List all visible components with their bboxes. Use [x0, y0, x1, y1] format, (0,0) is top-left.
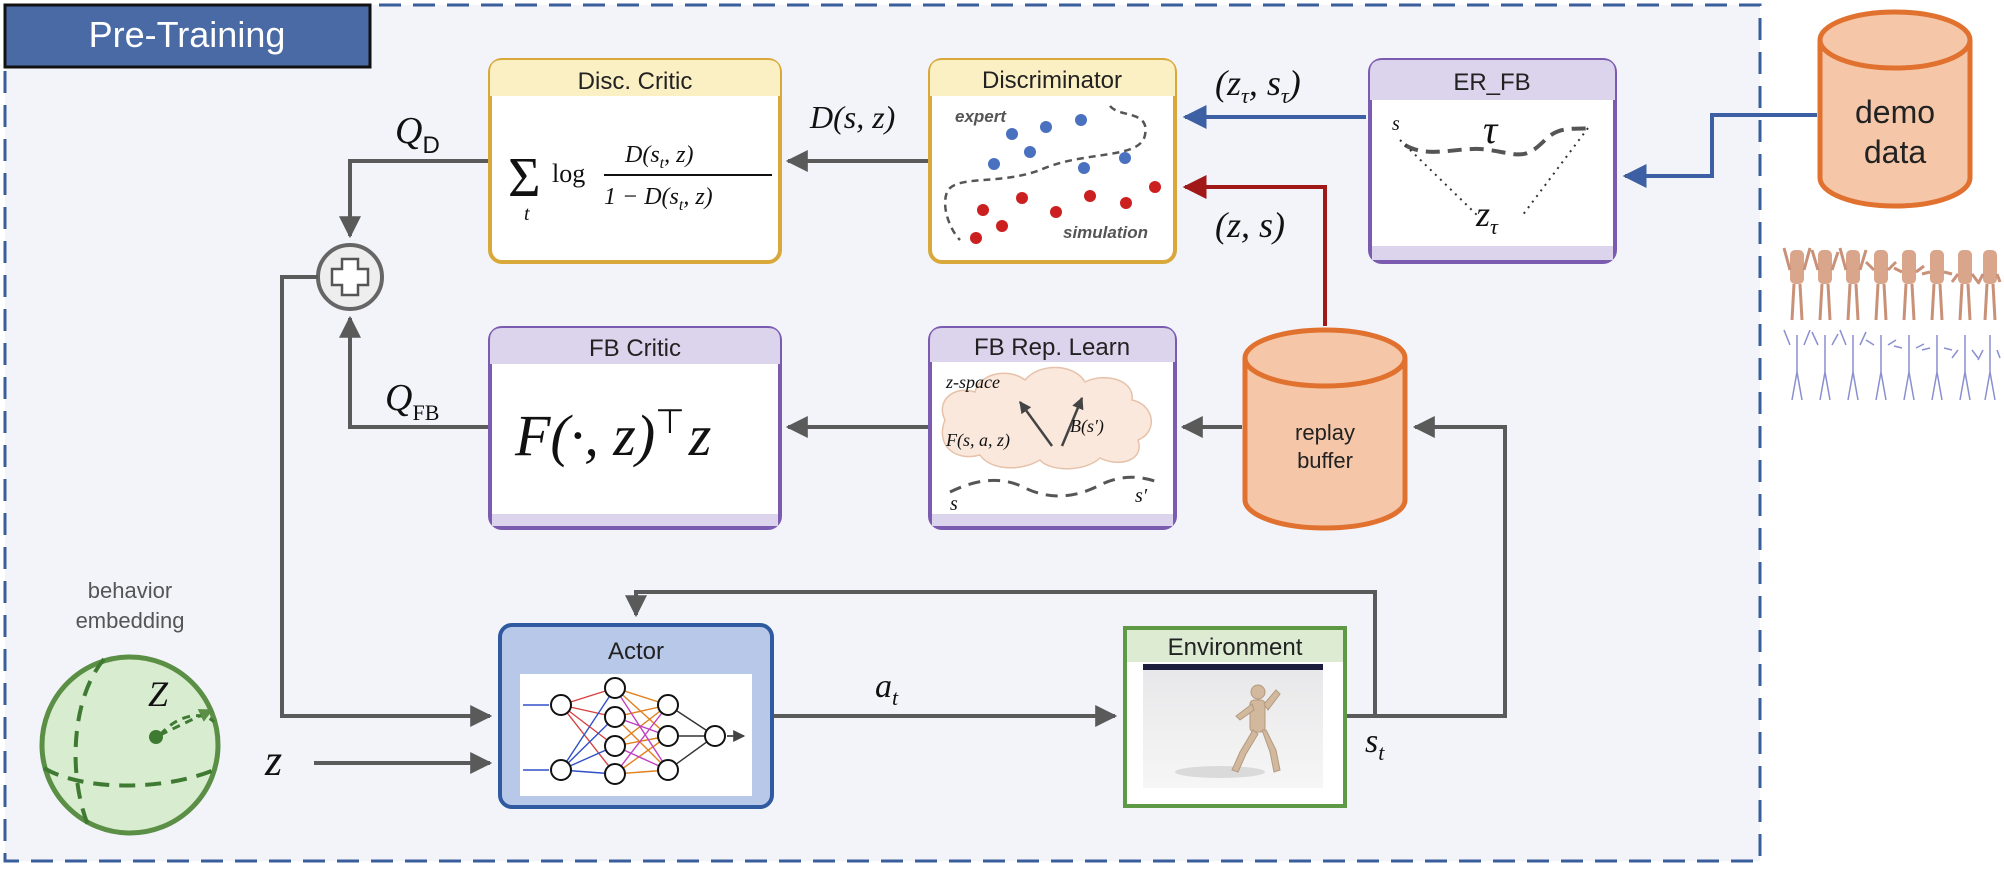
sum-node — [316, 243, 384, 311]
er-fb-trajectory — [1403, 126, 1591, 157]
disc-sum-subscript: t — [524, 203, 530, 225]
pretraining-title: Pre-Training — [89, 14, 286, 55]
d-sz-label: D(s, z) — [809, 99, 895, 135]
disc-numerator: D(st, z) — [624, 142, 693, 172]
disc-sum-symbol: Σ — [508, 147, 541, 209]
f-vector-arrow — [1018, 401, 1054, 447]
disc-critic-title: Disc. Critic — [578, 68, 693, 95]
discriminator-simulation-label: simulation — [1063, 223, 1148, 242]
fb-critic-block: FB Critic F(·, z)⊤z — [488, 326, 782, 530]
fb-rep-trajectory — [949, 475, 1161, 498]
neural-network-icon — [523, 677, 746, 785]
fb-critic-title: FB Critic — [589, 335, 681, 362]
z-space-label: z-space — [945, 372, 1000, 392]
discriminator-expert-label: expert — [955, 107, 1007, 126]
er-fb-block: ER_FB s τ zτ — [1368, 58, 1617, 264]
replay-buffer-line1: replay — [1295, 420, 1355, 445]
z-space-cloud — [941, 366, 1153, 470]
fb-rep-s: s — [950, 493, 958, 515]
q-fb-label: QFB — [385, 377, 439, 425]
embedding-Z-label: Z — [148, 674, 169, 714]
s-t-label: st — [1365, 723, 1385, 765]
f-vector-label: F(s, a, z) — [945, 430, 1010, 451]
actor-title: Actor — [608, 638, 664, 665]
er-fb-dotted-lines — [1399, 127, 1589, 217]
behavior-line2: embedding — [76, 608, 185, 633]
pretraining-title-box — [3, 3, 372, 69]
embedding-sphere — [39, 654, 221, 836]
expert-dots — [988, 114, 1131, 174]
demo-data-line2: data — [1864, 134, 1926, 170]
simulation-dots — [970, 181, 1161, 244]
er-fb-tau: τ — [1483, 107, 1499, 152]
discriminator-block: Discriminator expert simulation — [928, 58, 1177, 264]
er-fb-s: s — [1392, 113, 1400, 135]
replay-buffer-cylinder: replay buffer — [1242, 327, 1408, 531]
demo-data-line1: demo — [1855, 94, 1935, 130]
fb-rep-sprime: s′ — [1135, 485, 1148, 507]
discriminator-boundary — [943, 105, 1147, 241]
humanoid-figure — [1231, 684, 1281, 773]
q-d-label: QD — [395, 110, 440, 159]
behavior-line1: behavior — [88, 578, 172, 603]
fb-rep-title: FB Rep. Learn — [974, 334, 1130, 361]
er-fb-z-tau: zτ — [1475, 194, 1499, 239]
environment-title: Environment — [1168, 634, 1303, 661]
z-s-label: (z, s) — [1215, 205, 1285, 245]
environment-block: Environment — [1123, 626, 1347, 808]
replay-buffer-line2: buffer — [1297, 448, 1353, 473]
actor-block: Actor — [498, 623, 774, 809]
fb-rep-learn-block: FB Rep. Learn z-space F(s, a, z) B(s′) s… — [928, 326, 1177, 530]
fb-critic-formula: F(·, z)⊤z — [514, 403, 711, 468]
red-arrow — [1182, 175, 1327, 326]
disc-denominator: 1 − D(st, z) — [604, 184, 713, 214]
b-vector-label: B(s′) — [1070, 416, 1104, 437]
behavior-embedding: behavior embedding Z — [39, 578, 221, 836]
disc-critic-block: Disc. Critic Σ t log D(st, z) 1 − D(st, … — [488, 58, 782, 264]
discriminator-title: Discriminator — [982, 67, 1122, 94]
z-tau-s-tau-label: (zτ, sτ) — [1215, 63, 1301, 108]
demo-data-cylinder: demo data — [1817, 9, 1973, 209]
humanoid-poses-image — [1782, 247, 2002, 401]
grey-arrows — [280, 150, 1507, 774]
z-input-label: z — [264, 736, 282, 785]
er-fb-title: ER_FB — [1453, 69, 1530, 96]
blue-arrows — [1182, 105, 1817, 188]
b-vector-arrow — [1060, 396, 1084, 447]
disc-log: log — [552, 159, 585, 188]
a-t-label: at — [875, 668, 899, 710]
